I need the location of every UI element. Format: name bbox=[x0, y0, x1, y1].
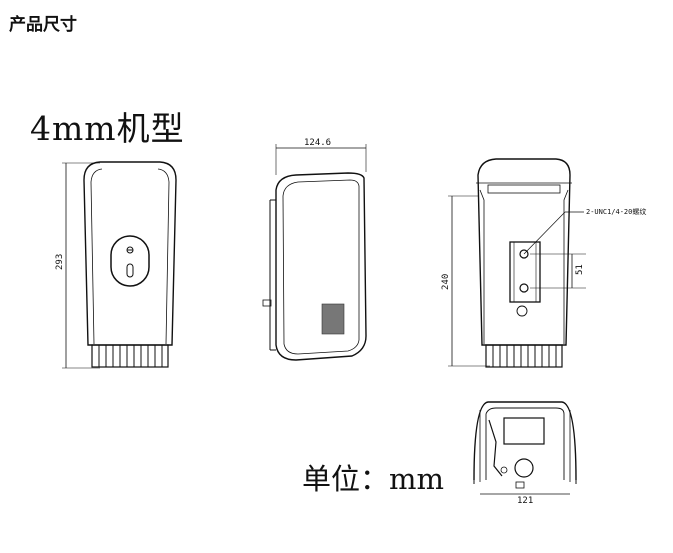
screw-thread-label: 2-UNC1/4-20螺纹 bbox=[586, 207, 646, 216]
unit-label: 单位：mm bbox=[302, 462, 444, 496]
section-title: 产品尺寸 bbox=[9, 15, 77, 35]
bottom-view bbox=[473, 401, 577, 495]
side-width-label: 124.6 bbox=[304, 138, 331, 148]
mount-spacing-label: 51 bbox=[575, 264, 585, 275]
front-view bbox=[62, 161, 177, 369]
front-height-label: 293 bbox=[55, 254, 65, 270]
back-view bbox=[448, 158, 586, 368]
side-view bbox=[262, 144, 367, 361]
model-title: 4mm机型 bbox=[30, 109, 185, 148]
bottom-width-label: 121 bbox=[517, 496, 533, 506]
back-height-label: 240 bbox=[441, 274, 451, 290]
